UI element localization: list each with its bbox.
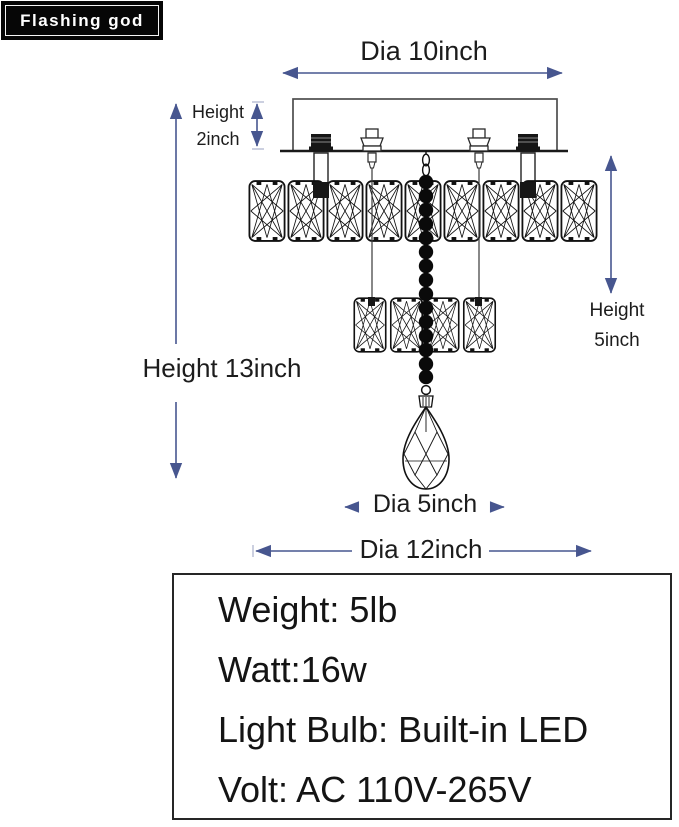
- dim-label-height-5inch-line2: 5inch: [594, 330, 640, 351]
- screw-fitting-left: [360, 128, 384, 169]
- spec-weight: Weight: 5lb: [218, 589, 398, 630]
- dim-label-dia-10inch: Dia 10inch: [360, 36, 488, 66]
- teardrop-crystal: [402, 384, 450, 490]
- dim-label-height-13inch: Height 13inch: [142, 353, 302, 383]
- bolt-connectors: [313, 182, 536, 198]
- dim-label-dia-12inch: Dia 12inch: [359, 534, 483, 564]
- brand-logo: Flashing god: [1, 1, 163, 40]
- spec-volt: Volt: AC 110V-265V: [218, 769, 532, 810]
- dim-label-height-5inch-line1: Height: [589, 300, 645, 321]
- brand-logo-text: Flashing god: [20, 10, 144, 30]
- dim-label-height-2inch: Height 2inch: [192, 99, 244, 153]
- dimension-arrow-height-2inch: [250, 101, 264, 150]
- dim-label-dia-5inch: Dia 5inch: [372, 490, 478, 518]
- dim-label-height-2inch-line1: Height: [191, 102, 245, 122]
- canopy-box: [292, 98, 558, 152]
- chandelier-line-drawing: [169, 66, 618, 558]
- center-hook: [421, 151, 431, 177]
- spec-watt: Watt:16w: [218, 649, 367, 690]
- dim-label-height-5inch: Height 5inch: [590, 296, 645, 356]
- hanging-wires: [371, 168, 480, 302]
- dimension-arrow-dia-12inch: [252, 544, 592, 558]
- dim-label-height-2inch-line2: 2inch: [196, 129, 240, 149]
- screw-fitting-right: [467, 128, 491, 169]
- brand-logo-frame: Flashing god: [5, 5, 159, 36]
- spec-light-bulb: Light Bulb: Built-in LED: [218, 709, 589, 750]
- bead-chain: [418, 174, 434, 385]
- wire-connectors: [368, 297, 482, 306]
- spec-box: Weight: 5lb Watt:16w Light Bulb: Built-i…: [172, 573, 672, 820]
